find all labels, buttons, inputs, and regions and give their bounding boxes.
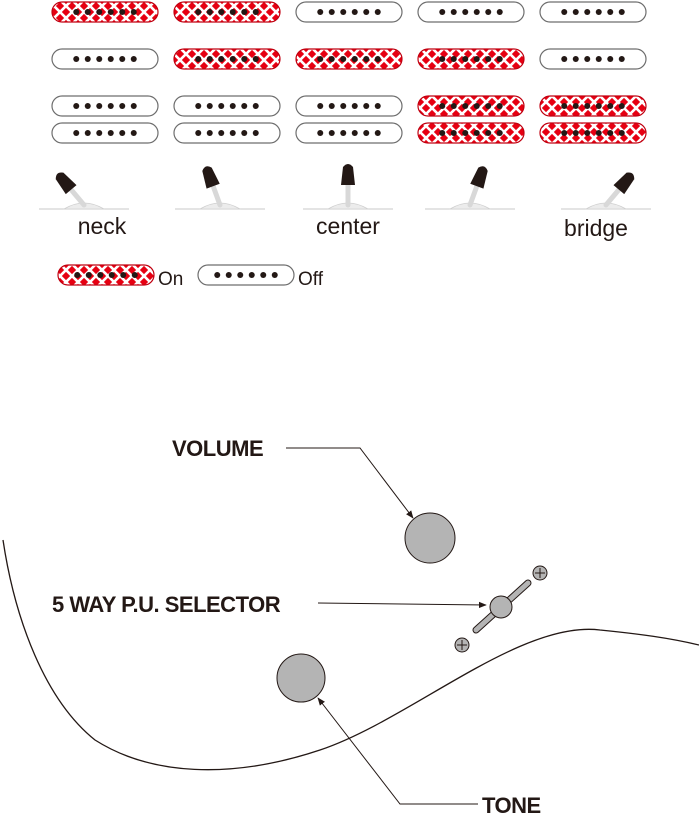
switch-row (39, 164, 651, 210)
callout-tone-leader (317, 697, 478, 805)
pickup-single-middle (173, 48, 281, 70)
legend-off-swatch (197, 264, 295, 286)
legend: On Off (57, 264, 324, 290)
screw-icon (532, 565, 548, 581)
position-label-center: center (316, 213, 380, 239)
switch-position-diagram (303, 164, 393, 210)
pickup-single-middle (417, 48, 525, 70)
pickup-single-top (295, 1, 403, 23)
legend-on-label: On (158, 269, 183, 290)
pickup-humbucker-coil (539, 95, 647, 117)
callout-selector-leader (317, 601, 487, 609)
selector-switch[interactable] (454, 565, 548, 653)
pickup-humbucker-coil (51, 122, 159, 144)
switch-position-diagram (425, 166, 515, 210)
pickup-single-middle (51, 48, 159, 70)
switch-position-diagram (561, 172, 651, 210)
switch-position-diagram (175, 166, 265, 210)
pickup-humbucker-coil (417, 95, 525, 117)
screw-icon (454, 637, 470, 653)
pickup-humbucker-coil (173, 122, 281, 144)
legend-on-pickup (57, 264, 155, 286)
callout-volume: VOLUME (172, 436, 263, 461)
pickup-humbucker-coil (295, 122, 403, 144)
pickup-single-top (51, 1, 159, 23)
guitar-body-outline (2, 539, 699, 771)
pickup-single-middle (539, 48, 647, 70)
volume-knob[interactable] (404, 512, 456, 564)
position-label-bridge: bridge (564, 215, 628, 241)
pickup-humbucker-coil (295, 95, 403, 117)
pickup-humbucker-coil (51, 95, 159, 117)
pickup-humbucker-coil (417, 122, 525, 144)
position-label-neck: neck (78, 213, 127, 239)
legend-on-swatch (57, 264, 155, 286)
callout-tone: TONE (482, 793, 541, 816)
switch-position-diagram (39, 172, 129, 210)
pickup-single-top (539, 1, 647, 23)
pickup-humbucker-coil (173, 95, 281, 117)
legend-off-label: Off (298, 269, 324, 290)
callout-volume-leader (286, 447, 414, 519)
legend-off-pickup (197, 264, 295, 286)
pickup-single-top (173, 1, 281, 23)
pickup-single-middle (295, 48, 403, 70)
callout-selector: 5 WAY P.U. SELECTOR (52, 592, 281, 617)
tone-knob[interactable] (276, 653, 326, 703)
pickup-humbucker-coil (539, 122, 647, 144)
pickup-single-top (417, 1, 525, 23)
pickup-grid (51, 1, 647, 144)
